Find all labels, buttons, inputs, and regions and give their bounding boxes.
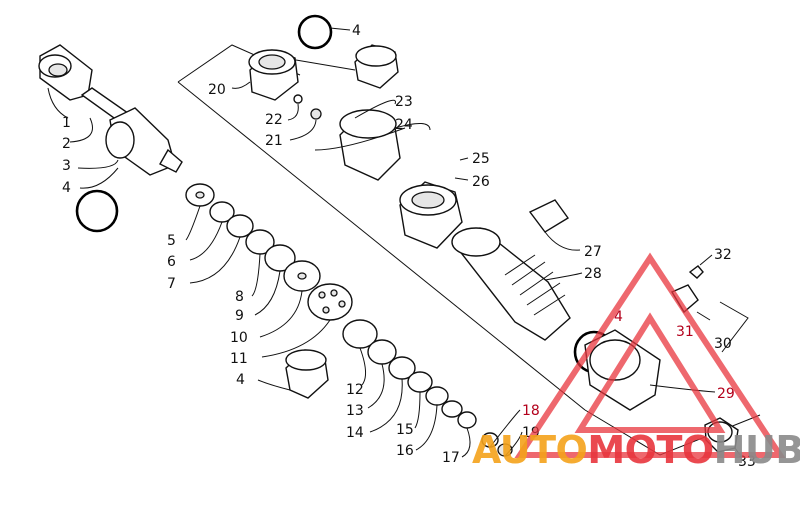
callout-21: 21 [265,133,283,149]
callout-28: 28 [584,266,602,282]
cap-part [248,44,399,120]
callout-6: 6 [167,254,176,270]
callout-12: 12 [346,382,364,398]
watermark-text-hub: HUB [714,428,800,472]
callout-5: 5 [167,233,176,249]
adjuster-nut-part [399,181,463,249]
seal-part [339,109,401,181]
leader-lines [47,27,741,458]
callout-4b: 4 [236,372,245,388]
watermark-triangle-inner [574,312,726,433]
callout-17: 17 [442,450,460,466]
callout-23: 23 [395,94,413,110]
callout-24: 24 [395,117,413,133]
rod-end-part [38,44,93,101]
callout-29: 29 [717,386,735,402]
watermark-logo: AUTOMOTOHUB [472,252,800,472]
callout-15: 15 [396,422,414,438]
callout-8: 8 [235,289,244,305]
callout-22: 22 [265,112,283,128]
callout-18: 18 [522,403,540,419]
callout-25: 25 [472,151,490,167]
watermark-triangle-outer [514,252,786,458]
callout-9: 9 [235,308,244,324]
callout-30: 30 [714,336,732,352]
watermark-text-auto: AUTO [472,428,587,472]
callout-4a: 4 [62,180,71,196]
callout-10: 10 [230,330,248,346]
callout-26: 26 [472,174,490,190]
bumper-part [105,107,183,176]
callout-27: 27 [584,244,602,260]
bumper-cap-part [528,199,570,233]
callout-16: 16 [396,443,414,459]
callout-1: 1 [62,115,71,131]
boot-part [451,227,571,341]
callout-labels: 1 2 3 4 5 6 7 8 9 10 11 4 12 13 14 15 16… [62,23,756,470]
callout-13: 13 [346,403,364,419]
callout-14: 14 [346,425,364,441]
callout-2: 2 [62,136,71,152]
bushing-part [285,349,329,399]
washer-stack [185,183,513,457]
callout-32: 32 [714,247,732,263]
callout-20: 20 [208,82,226,98]
callout-11: 11 [230,351,248,367]
callout-7: 7 [167,276,176,292]
callout-4c: 4 [352,23,361,39]
callout-3: 3 [62,158,71,174]
o-ring-2 [297,14,333,50]
svg-text:AUTOMOTOHUB: AUTOMOTOHUB [472,428,800,472]
watermark-text-moto: MOTO [587,428,713,472]
callout-31: 31 [676,324,694,340]
o-ring-1 [75,189,119,233]
callout-4d: 4 [614,309,623,325]
